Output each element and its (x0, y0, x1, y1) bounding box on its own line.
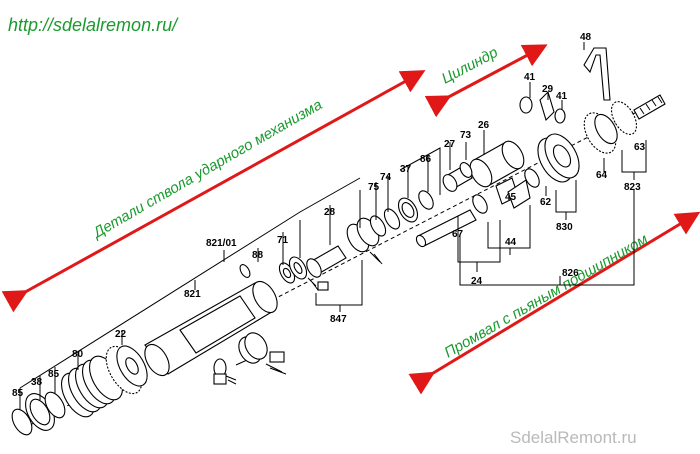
label-22: 22 (115, 329, 127, 340)
ring-62 (524, 168, 540, 188)
label-73: 73 (460, 130, 472, 141)
label-74: 74 (380, 172, 392, 183)
label-45: 45 (505, 192, 517, 203)
pin-29 (539, 90, 555, 122)
washer-85-right (44, 391, 66, 419)
label-821-01: 821/01 (206, 238, 237, 249)
intermediate-shaft (415, 209, 477, 248)
label-41-b: 41 (556, 91, 568, 102)
label-62: 62 (540, 197, 552, 208)
ring-86 (418, 190, 434, 210)
washer-67 (472, 194, 488, 214)
label-41-a: 41 (524, 72, 536, 83)
ring-41-a (519, 96, 533, 114)
piston-75 (346, 215, 387, 265)
bearing-arrow (408, 211, 700, 395)
label-86: 86 (420, 154, 432, 165)
cylinder-label: Цилиндр (439, 44, 501, 88)
label-823: 823 (624, 182, 641, 193)
oring-74 (383, 208, 401, 230)
cylinder-arrow (424, 44, 548, 118)
label-67: 67 (452, 229, 464, 240)
bearing-830 (537, 133, 580, 183)
sleeve-37 (397, 197, 419, 223)
label-75: 75 (368, 182, 380, 193)
label-821: 821 (184, 289, 201, 300)
gear-63 (610, 94, 666, 135)
label-44: 44 (505, 237, 517, 248)
washer-85-left (11, 408, 33, 436)
label-27: 27 (444, 139, 456, 150)
bracket-48 (583, 47, 611, 101)
label-38: 38 (31, 377, 43, 388)
label-826: 826 (562, 268, 579, 279)
small-roller-parts (213, 332, 287, 385)
bearing-label: Промвал с пьяным подшипником (442, 231, 651, 362)
ring-73 (459, 162, 473, 178)
label-85-b: 85 (48, 369, 60, 380)
label-64: 64 (596, 170, 608, 181)
label-63: 63 (634, 142, 646, 153)
barrel-arrow (1, 70, 426, 313)
label-85-a: 85 (12, 388, 24, 399)
label-29: 29 (542, 84, 554, 95)
label-48: 48 (580, 32, 592, 43)
label-37: 37 (400, 164, 412, 175)
striker-28 (306, 245, 347, 291)
watermark: SdelalRemont.ru (510, 428, 637, 447)
label-88: 88 (252, 250, 264, 261)
label-847: 847 (330, 314, 347, 325)
spacer-88 (288, 256, 308, 280)
site-url[interactable]: http://sdelalremon.ru/ (8, 15, 179, 35)
label-80: 80 (72, 349, 84, 360)
gear-22 (105, 345, 148, 395)
label-71: 71 (277, 235, 289, 246)
label-26: 26 (478, 120, 490, 131)
label-830: 830 (556, 222, 573, 233)
spring-80 (60, 355, 124, 418)
leader-lines (19, 42, 647, 410)
barrel-parts-label: Детали ствола ударного механизма (89, 96, 325, 242)
cylinder-26 (469, 140, 525, 188)
ring-41-b (554, 108, 566, 124)
bearing-64 (583, 112, 618, 154)
label-28: 28 (324, 207, 336, 218)
barrel-shaft-821 (144, 264, 278, 377)
label-24: 24 (471, 276, 483, 287)
clutch-45 (495, 177, 531, 209)
part-number-labels: 48 41 29 41 73 26 27 86 37 74 75 28 71 8… (12, 32, 646, 399)
